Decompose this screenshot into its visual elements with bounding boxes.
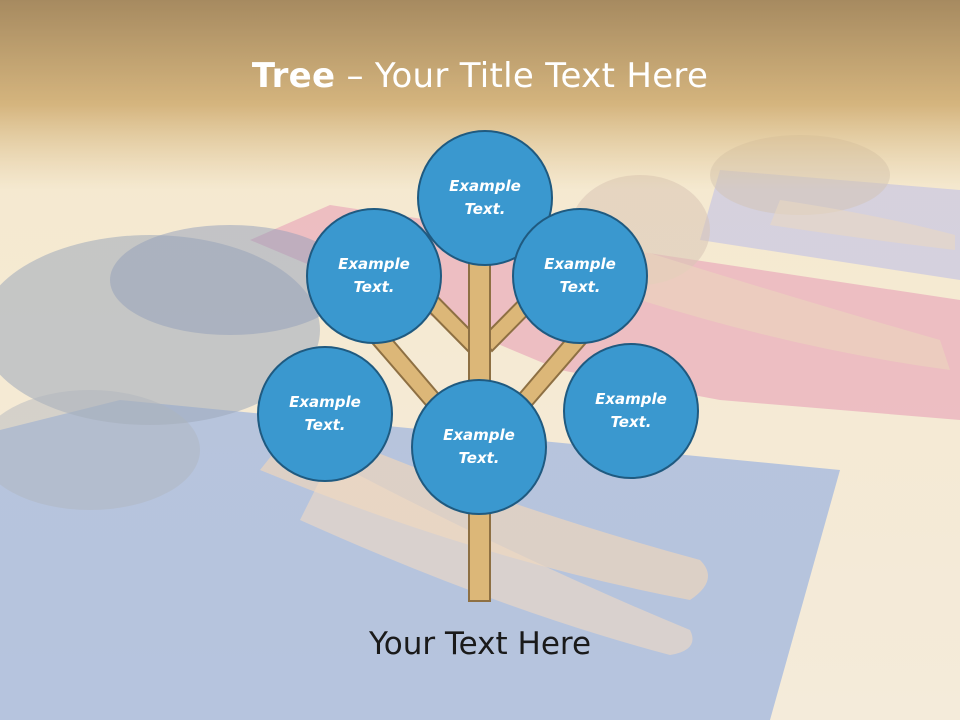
node-label: Example Text.: [449, 177, 521, 218]
node-label: Example Text.: [443, 426, 515, 467]
tree-node-lower-left: Example Text.: [257, 346, 393, 482]
node-label: Example Text.: [338, 255, 410, 296]
tree-node-lower-right: Example Text.: [563, 343, 699, 479]
caption-text: Your Text Here: [368, 626, 592, 662]
node-label: Example Text.: [544, 255, 616, 296]
title-text: Your Title Text Here: [374, 56, 709, 96]
title-separator: –: [335, 56, 375, 96]
tree-node-center: Example Text.: [411, 379, 547, 515]
slide-title: Tree – Your Title Text Here: [0, 54, 960, 98]
node-label: Example Text.: [289, 393, 361, 434]
tree-node-upper-right: Example Text.: [512, 208, 648, 344]
tree-node-upper-left: Example Text.: [306, 208, 442, 344]
title-bold: Tree: [251, 56, 336, 96]
node-label: Example Text.: [595, 390, 667, 431]
